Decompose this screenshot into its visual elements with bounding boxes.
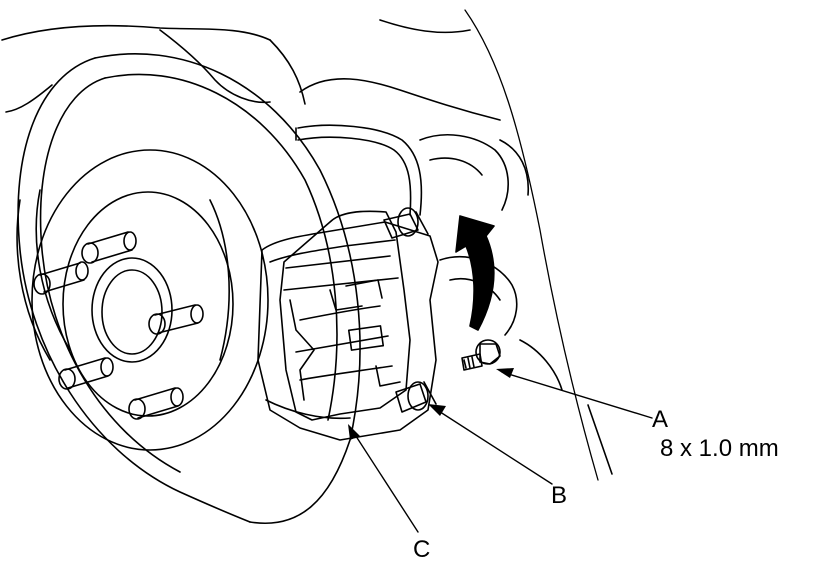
wheel-hub: [31, 149, 269, 451]
caliper-body: [279, 210, 411, 421]
callout-c-label: C: [413, 536, 431, 563]
callout-a-label: A: [652, 406, 669, 433]
upper-bolt: [383, 207, 429, 239]
brake-disc: [16, 53, 361, 524]
suspension-outline: [1, 9, 613, 481]
pivot-arrow: [455, 215, 495, 331]
leader-arrowheads: [348, 368, 514, 440]
brake-hose: [295, 124, 423, 216]
caliper-bracket: [257, 221, 439, 441]
wheel-studs: [33, 231, 204, 420]
lower-bolt-b: [395, 381, 437, 413]
leader-lines: [351, 371, 653, 533]
callout-b-label: B: [551, 482, 568, 509]
bolt-a: [461, 339, 501, 371]
callout-a-spec: 8 x 1.0 mm: [660, 435, 779, 462]
